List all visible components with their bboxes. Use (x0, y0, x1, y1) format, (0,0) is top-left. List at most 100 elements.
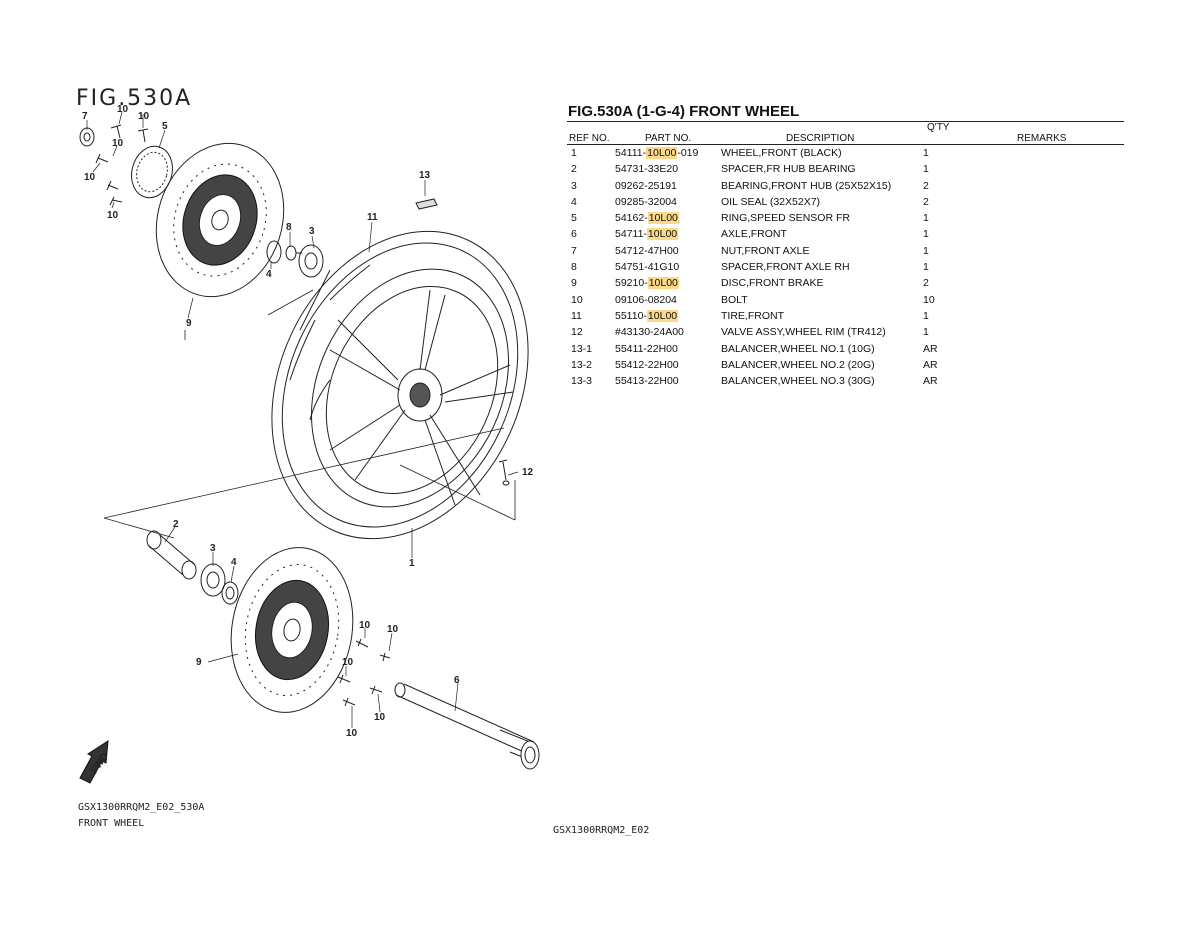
table-header: REF NO. PART NO. DESCRIPTION Q'TY REMARK… (567, 121, 1124, 145)
cell-ref-no: 5 (571, 212, 577, 225)
cell-part-no: 54111-10L00-019 (615, 147, 698, 159)
cell-qty: 1 (923, 309, 929, 322)
part-no-highlight: 10L00 (646, 147, 678, 159)
callout-numbers: 7 10 10 5 10 10 10 13 11 8 3 4 9 12 2 3 … (82, 104, 534, 776)
callout-10d: 10 (84, 172, 96, 183)
part-no-prefix: 54162- (615, 212, 648, 225)
callout-6: 6 (454, 675, 460, 686)
cell-ref-no: 10 (571, 293, 583, 306)
cell-ref-no: 9 (571, 277, 577, 290)
cell-description: BEARING,FRONT HUB (25X52X15) (721, 179, 892, 192)
cell-part-no: 09285-32004 (615, 196, 677, 208)
wheel-balancer (415, 198, 438, 210)
cell-ref-no: 4 (571, 195, 577, 208)
header-part-no: PART NO. (645, 133, 692, 144)
figure-label: FIG.530A (76, 86, 193, 111)
header-description: DESCRIPTION (786, 133, 855, 144)
cell-description: SPACER,FRONT AXLE RH (721, 261, 850, 274)
part-no-highlight: 10L00 (647, 212, 679, 225)
header-remarks: REMARKS (1017, 133, 1067, 144)
cell-part-no: 59210-10L00 (615, 277, 679, 290)
cell-qty: 1 (923, 326, 929, 339)
cell-description: WHEEL,FRONT (BLACK) (721, 147, 842, 159)
lower-bolts (337, 638, 391, 707)
footer-model-code: GSX1300RRQM2_E02 (553, 825, 650, 836)
parts-table: REF NO. PART NO. DESCRIPTION Q'TY REMARK… (567, 121, 1124, 389)
cell-part-no: #43130-24A00 (615, 326, 684, 338)
diagram-caption-title: FRONT WHEEL (78, 818, 145, 829)
part-no-highlight: 10L00 (647, 277, 679, 290)
callout-3b: 3 (210, 543, 216, 554)
part-no-prefix: 09106-08204 (615, 293, 677, 306)
cell-part-no: 55411-22H00 (615, 343, 678, 355)
callout-13: 13 (419, 170, 431, 181)
callout-10a: 10 (117, 104, 129, 115)
callout-10f: 10 (359, 620, 371, 631)
cell-part-no: 55110-10L00 (615, 309, 679, 322)
cell-description: BOLT (721, 293, 748, 306)
cell-qty: AR (923, 375, 938, 388)
callout-4a: 4 (266, 269, 272, 280)
part-no-prefix: 09262-25191 (615, 179, 677, 192)
cell-qty: AR (923, 358, 938, 371)
callout-10e: 10 (107, 210, 119, 221)
callout-5: 5 (162, 121, 168, 132)
cell-qty: 1 (923, 261, 929, 274)
callout-1: 1 (409, 558, 415, 569)
cell-qty: 1 (923, 228, 929, 241)
table-title: FIG.530A (1-G-4) FRONT WHEEL (568, 103, 800, 120)
upper-bolts (95, 124, 149, 206)
callout-8: 8 (286, 222, 292, 233)
upper-hub-parts (266, 240, 324, 278)
callout-11: 11 (367, 212, 378, 223)
part-no-prefix: 55411-22H00 (615, 342, 678, 355)
front-axle (394, 682, 540, 770)
cell-description: TIRE,FRONT (721, 309, 784, 322)
diagram-caption-model: GSX1300RRQM2_E02_530A (78, 802, 205, 813)
cell-description: BALANCER,WHEEL NO.1 (10G) (721, 342, 875, 355)
cell-ref-no: 12 (571, 326, 583, 339)
header-ref-no: REF NO. (569, 133, 610, 144)
front-wheel-and-tire (271, 230, 529, 540)
cell-part-no: 54712-47H00 (615, 245, 679, 257)
part-no-suffix: -019 (677, 147, 699, 159)
cell-ref-no: 8 (571, 261, 577, 274)
upper-brake-disc (155, 142, 285, 298)
valve-assy (498, 459, 510, 486)
cell-part-no: 55413-22H00 (615, 375, 679, 387)
hub-spacer (146, 530, 197, 580)
callout-10i: 10 (374, 712, 386, 723)
cell-ref-no: 7 (571, 244, 577, 257)
cell-ref-no: 13-1 (571, 342, 593, 355)
cell-qty: 1 (923, 163, 929, 176)
callout-4b: 4 (231, 557, 237, 568)
part-no-prefix: 54111- (615, 147, 647, 159)
cell-ref-no: 6 (571, 228, 577, 241)
exploded-diagram: 7 10 10 5 10 10 10 13 11 8 3 4 9 12 2 3 … (79, 104, 540, 784)
part-no-prefix: #43130-24A00 (615, 326, 684, 339)
callout-2: 2 (173, 519, 179, 530)
callout-3a: 3 (309, 226, 315, 237)
cell-part-no: 09106-08204 (615, 294, 677, 306)
table-row: 11 55110-10L00 TIRE,FRONT 1 (567, 308, 1124, 324)
axle-nut (79, 127, 95, 147)
cell-description: AXLE,FRONT (721, 228, 787, 241)
cell-ref-no: 11 (571, 309, 582, 322)
callout-10b: 10 (138, 111, 150, 122)
part-no-prefix: 09285-32004 (615, 195, 677, 208)
callout-10j: 10 (346, 728, 358, 739)
cell-description: BALANCER,WHEEL NO.3 (30G) (721, 375, 875, 388)
table-row: 6 54711-10L00 AXLE,FRONT 1 (567, 226, 1124, 242)
cell-part-no: 54711-10L00 (615, 228, 679, 241)
part-no-highlight: 10L00 (646, 309, 679, 322)
cell-part-no: 54162-10L00 (615, 212, 679, 225)
cell-qty: AR (923, 342, 938, 355)
